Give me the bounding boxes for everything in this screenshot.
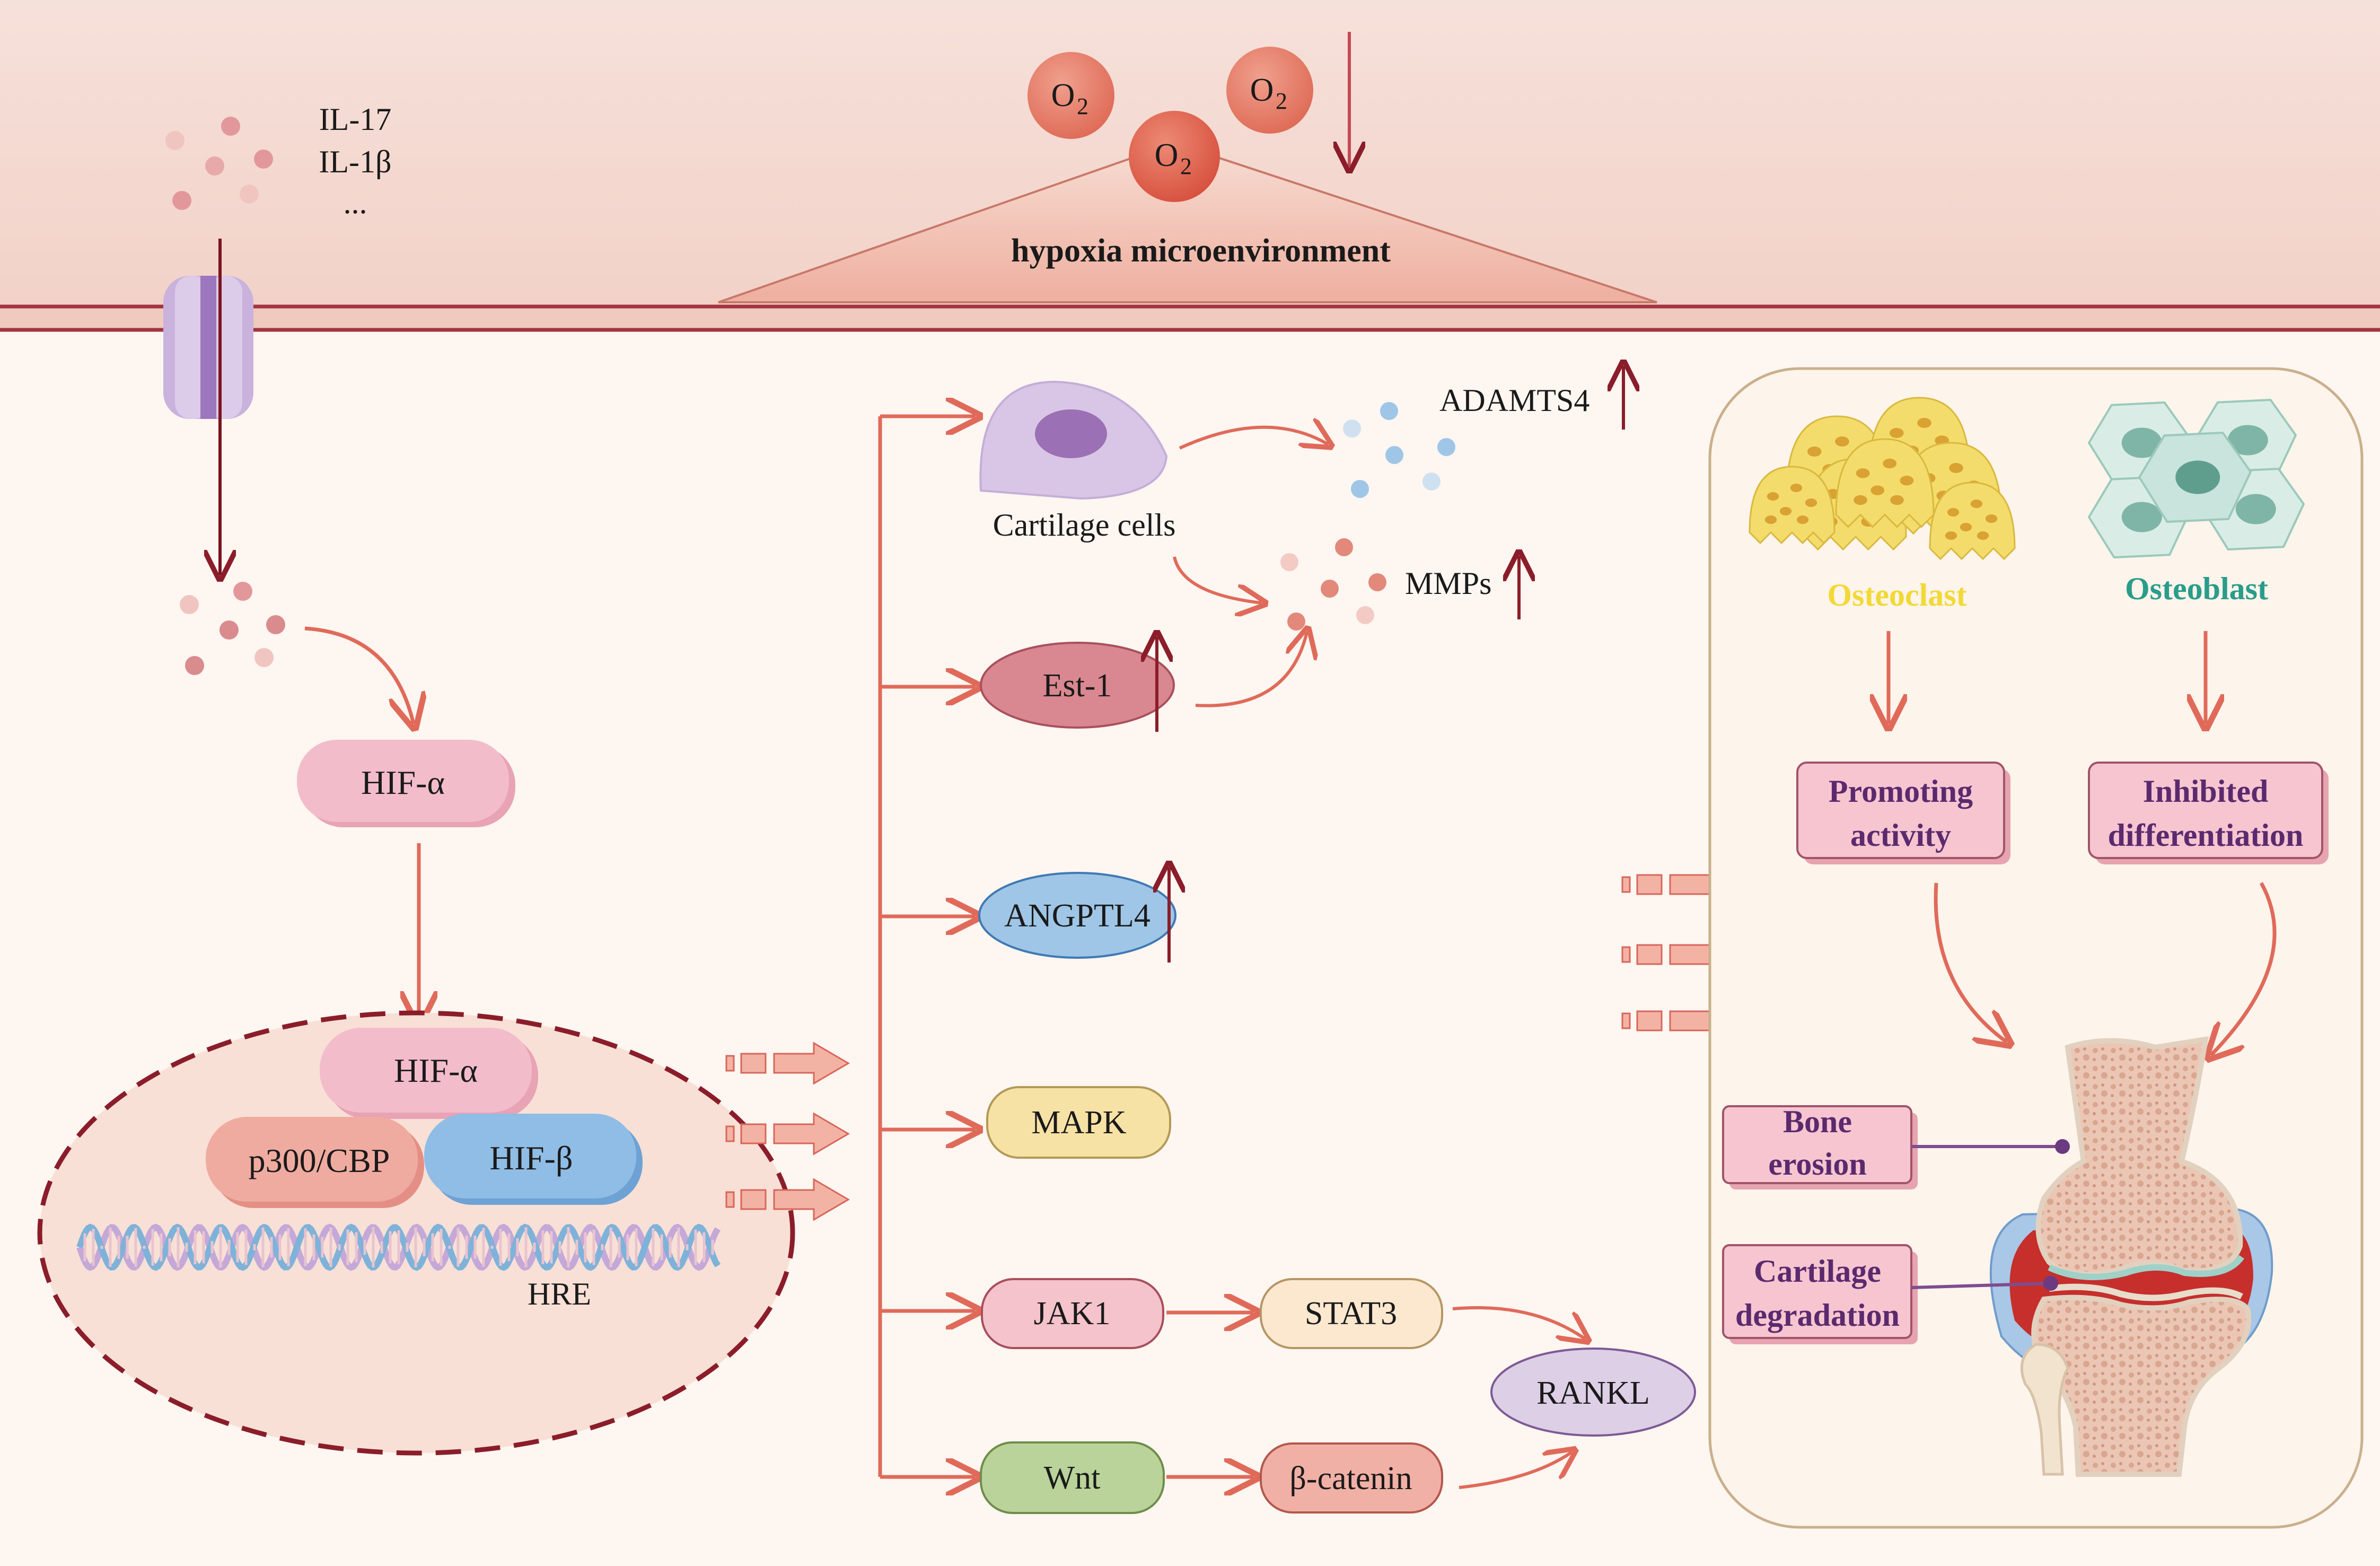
svg-text:O: O <box>1051 77 1075 113</box>
pointer-line <box>1911 1282 2051 1289</box>
svg-text:β-catenin: β-catenin <box>1289 1460 1412 1497</box>
pointer-dot <box>2055 1139 2070 1154</box>
hypoxia-triangle <box>718 142 1657 303</box>
effect-arrow <box>2211 882 2277 1055</box>
osteoblast-label: Osteoblast <box>2125 571 2268 606</box>
cartilage-cells-label: Cartilage cells <box>993 508 1176 543</box>
cytokine-label: IL-17 <box>319 102 392 137</box>
pathway-arrow <box>1452 1306 1585 1339</box>
adamts4-label: ADAMTS4 <box>1439 383 1589 418</box>
svg-text:HIF-β: HIF-β <box>490 1139 573 1177</box>
svg-text:Cartilage: Cartilage <box>1754 1254 1881 1289</box>
p300-cbp: p300/CBP <box>206 1117 424 1208</box>
svg-text:HIF-α: HIF-α <box>394 1052 478 1089</box>
svg-text:differentiation: differentiation <box>2108 818 2304 853</box>
hre-label: HRE <box>528 1276 591 1311</box>
secretion-arrow <box>1195 632 1307 707</box>
svg-text:2: 2 <box>1077 93 1088 119</box>
angptl4-node: ANGPTL4 <box>978 872 1176 959</box>
svg-text:2: 2 <box>1180 153 1192 179</box>
cytokine-label: IL-1β <box>319 144 391 179</box>
svg-text:O: O <box>1250 72 1274 108</box>
secretion-arrow <box>1173 556 1262 603</box>
promoting-activity-box: Promoting activity <box>1796 762 2010 864</box>
mmps-particles <box>1280 538 1386 631</box>
target-branch-lines <box>878 416 976 1477</box>
dna-helix <box>76 1223 721 1271</box>
mmps-label: MMPs <box>1405 566 1491 601</box>
pointer-dot <box>2043 1276 2058 1291</box>
hif-alpha-nucleus: HIF-α <box>320 1028 538 1119</box>
hif-alpha-cytoplasm: HIF-α <box>297 740 515 827</box>
jak1-node: JAK1 <box>981 1278 1164 1349</box>
osteoclast-cells <box>1749 397 2016 561</box>
membrane-receptor <box>163 276 253 419</box>
intracellular-particles <box>180 582 285 675</box>
activation-arrow <box>304 626 414 724</box>
svg-text:ANGPTL4: ANGPTL4 <box>1004 898 1151 934</box>
svg-text:2: 2 <box>1276 88 1287 114</box>
adamts4-particles <box>1343 402 1455 498</box>
svg-text:HIF-α: HIF-α <box>361 764 445 801</box>
osteoclast-label: Osteoclast <box>1827 578 1966 613</box>
svg-text:STAT3: STAT3 <box>1305 1296 1397 1332</box>
rankl-node: RANKL <box>1490 1348 1696 1437</box>
cytokine-label: ... <box>344 185 367 220</box>
osteoblast-cells <box>2088 399 2305 558</box>
svg-text:Promoting: Promoting <box>1829 774 1973 809</box>
pathway-arrow <box>1459 1452 1572 1489</box>
svg-text:p300/CBP: p300/CBP <box>249 1142 390 1179</box>
svg-text:Bone: Bone <box>1783 1104 1852 1139</box>
secretion-arrow <box>1179 427 1328 448</box>
hypoxia-label: hypoxia microenvironment <box>1011 233 1391 269</box>
bone-erosion-box: Bone erosion <box>1722 1104 1918 1189</box>
svg-text:erosion: erosion <box>1768 1147 1867 1182</box>
svg-text:Wnt: Wnt <box>1044 1460 1101 1496</box>
svg-text:MAPK: MAPK <box>1031 1105 1126 1141</box>
knee-joint <box>1989 1036 2273 1477</box>
svg-text:Est-1: Est-1 <box>1043 668 1112 704</box>
effect-arrow <box>1934 882 2007 1042</box>
svg-text:RANKL: RANKL <box>1536 1375 1650 1411</box>
nucleus-output-arrows <box>725 1042 850 1221</box>
svg-text:activity: activity <box>1850 818 1951 853</box>
svg-text:Inhibited: Inhibited <box>2143 774 2269 809</box>
svg-text:degradation: degradation <box>1735 1298 1900 1333</box>
cartilage-degradation-box: Cartilage degradation <box>1722 1244 1918 1344</box>
beta-catenin-node: β-catenin <box>1260 1442 1443 1513</box>
mapk-node: MAPK <box>986 1086 1171 1159</box>
stat3-node: STAT3 <box>1260 1278 1443 1349</box>
inhibited-differentiation-box: Inhibited differentiation <box>2088 762 2329 864</box>
hif-beta: HIF-β <box>424 1114 643 1205</box>
oxygen-molecule: O 2 <box>1129 111 1220 202</box>
cartilage-cell <box>979 380 1168 500</box>
cytokine-particles <box>165 117 273 210</box>
wnt-node: Wnt <box>980 1441 1165 1514</box>
est-1-node: Est-1 <box>980 642 1175 729</box>
oxygen-molecule: O 2 <box>1226 47 1313 134</box>
svg-text:O: O <box>1155 137 1179 173</box>
oxygen-molecule: O 2 <box>1027 52 1114 139</box>
svg-text:JAK1: JAK1 <box>1034 1296 1111 1332</box>
cell-membrane <box>0 305 2380 331</box>
